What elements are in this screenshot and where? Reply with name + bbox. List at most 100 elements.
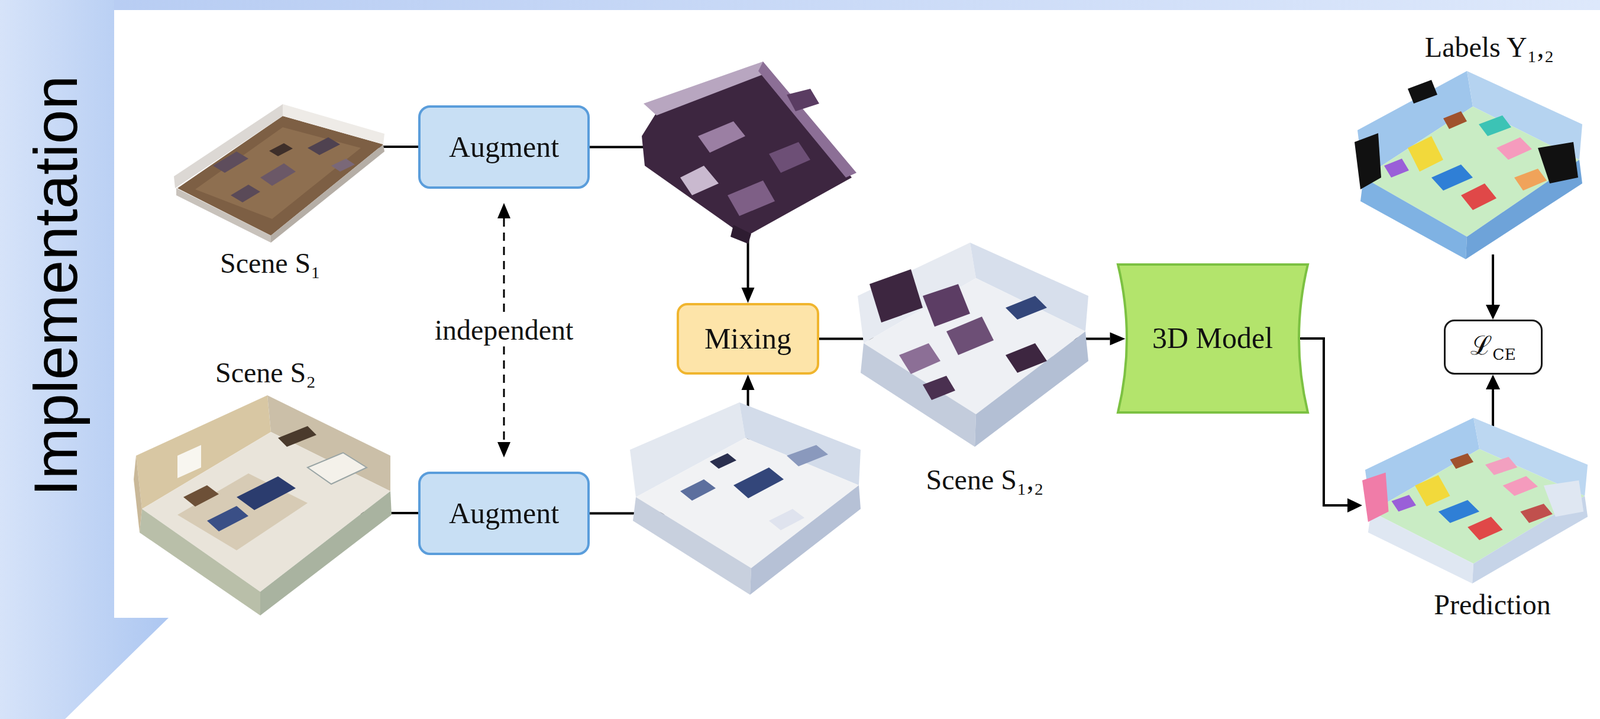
- scene-label: Scene S₁,₂: [926, 463, 1044, 496]
- loss-box: ℒCE: [1443, 319, 1543, 375]
- segment: [1502, 476, 1538, 496]
- scene-label: Scene S₁: [220, 246, 321, 280]
- furniture: [730, 224, 752, 244]
- arrowhead: [497, 202, 511, 219]
- node-text-group: ℒCE: [1470, 330, 1516, 364]
- arrowhead: [497, 441, 511, 458]
- wall: [133, 455, 142, 533]
- furniture: [899, 343, 941, 374]
- wall: [750, 485, 861, 595]
- wall: [1360, 177, 1467, 260]
- furniture: [278, 425, 317, 447]
- process-box: Mixing: [676, 302, 820, 375]
- segment: [1485, 456, 1518, 475]
- model-shape: 3D Model: [1116, 263, 1309, 414]
- edge-label: independent: [428, 313, 580, 347]
- furniture: [212, 151, 249, 173]
- segment: [1520, 503, 1553, 523]
- node-text-group: Mixing: [704, 321, 792, 357]
- segment: [1496, 137, 1532, 160]
- segment: [1460, 183, 1497, 210]
- segment: [1450, 453, 1475, 469]
- process-box: Augment: [418, 105, 590, 189]
- wall: [139, 508, 261, 616]
- node-text-group: 3D Model: [1152, 321, 1273, 356]
- furniture: [733, 467, 784, 499]
- floor: [635, 437, 859, 568]
- furniture: [768, 508, 805, 530]
- arrowhead: [1485, 304, 1501, 320]
- furniture: [1005, 295, 1047, 320]
- furniture: [269, 143, 293, 157]
- model-outline-path: [1117, 264, 1308, 413]
- arrowhead: [1485, 374, 1501, 390]
- flow-line: [1491, 389, 1495, 426]
- carpet: [177, 473, 308, 551]
- top-bar: [114, 0, 1600, 11]
- furniture: [183, 485, 219, 507]
- node-text: CE: [1492, 344, 1516, 364]
- segment: [1414, 474, 1450, 507]
- furniture: [922, 283, 971, 327]
- furniture: [260, 163, 296, 186]
- segment: [1391, 494, 1417, 512]
- node-text-group: Augment: [448, 130, 559, 165]
- furniture: [922, 375, 956, 400]
- arrowhead: [1347, 498, 1363, 513]
- furniture: [307, 452, 367, 484]
- scene-label: Scene S₂: [215, 356, 316, 389]
- augmented-scene-one: [641, 61, 857, 244]
- segment: [1514, 168, 1547, 191]
- prediction-scene: [1362, 417, 1588, 584]
- image-label: Prediction: [1433, 587, 1551, 621]
- segment: [1407, 136, 1444, 172]
- segment: [1384, 158, 1409, 178]
- segment: [1438, 499, 1480, 523]
- wall: [176, 188, 271, 243]
- segment: [1362, 472, 1389, 522]
- furniture: [946, 316, 994, 355]
- wall: [260, 490, 392, 616]
- arrowhead: [1110, 332, 1126, 346]
- wall: [974, 331, 1089, 447]
- window: [177, 444, 202, 478]
- process-box: Augment: [418, 471, 590, 555]
- wall: [758, 61, 857, 178]
- wall: [282, 104, 385, 145]
- scene-two-pointcloud: [133, 395, 392, 616]
- wall: [860, 343, 976, 447]
- label-scene: [1354, 70, 1583, 260]
- node-text: 3D Model: [1152, 321, 1273, 355]
- arrowhead: [741, 374, 755, 390]
- segment: [1443, 111, 1467, 129]
- scene-one-pointcloud: [173, 104, 385, 243]
- furniture: [786, 444, 829, 467]
- furniture: [207, 505, 249, 532]
- wall: [632, 496, 752, 595]
- floor-patch: [195, 127, 361, 219]
- node-text: Augment: [448, 496, 559, 530]
- mixed-scene: [857, 242, 1089, 447]
- image-label: Labels Y₁,₂: [1424, 30, 1554, 64]
- augmented-scene-two: [629, 402, 861, 595]
- furniture: [230, 184, 261, 203]
- floor: [641, 65, 852, 237]
- node-text: ℒ: [1470, 330, 1493, 361]
- furniture: [680, 165, 719, 196]
- section-title: Implementation: [20, 75, 92, 496]
- furniture: [869, 269, 923, 323]
- flow-line: [1491, 254, 1495, 305]
- wall: [270, 144, 385, 243]
- furniture: [236, 476, 296, 510]
- segment: [1467, 516, 1503, 541]
- segment: [1478, 115, 1512, 137]
- wall: [1368, 511, 1474, 583]
- furniture: [727, 180, 775, 216]
- node-text: Augment: [448, 130, 559, 164]
- node-text: Mixing: [704, 321, 792, 355]
- furniture: [331, 158, 355, 172]
- side-arrow-band: [0, 0, 169, 719]
- static-lines: [354, 146, 1493, 513]
- furniture: [680, 479, 716, 501]
- furniture: [1005, 343, 1047, 373]
